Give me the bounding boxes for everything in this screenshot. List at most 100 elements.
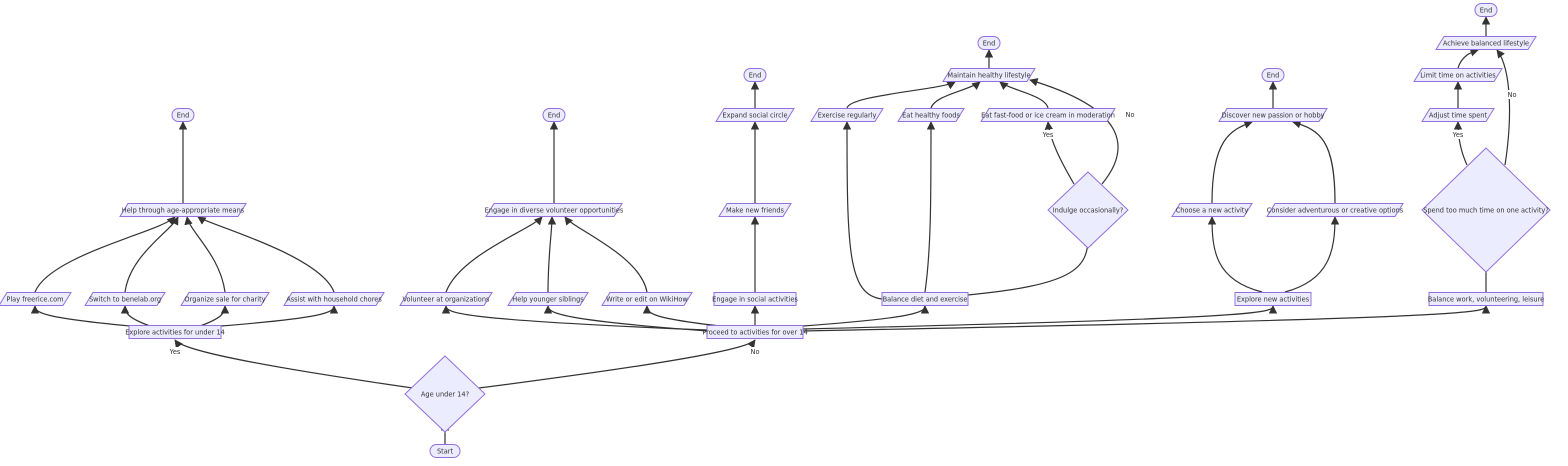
node-age: Age under 14? <box>404 355 486 433</box>
node-label: Maintain healthy lifestyle <box>947 71 1030 79</box>
node-label: Choose a new activity <box>1176 206 1249 214</box>
terminal-shape <box>171 108 195 122</box>
io-shape <box>119 203 247 217</box>
node-end2: End <box>542 108 566 122</box>
io-shape <box>283 292 385 306</box>
node-limit: Limit time on activities <box>1413 68 1503 82</box>
io-shape <box>601 292 693 306</box>
io-shape <box>1413 68 1503 82</box>
io-shape <box>942 68 1036 82</box>
node-label: Consider adventurous or creative options <box>1267 206 1404 214</box>
node-over14: Proceed to activities for over 14 <box>702 325 808 339</box>
edge-label-bg <box>748 347 762 356</box>
edge-explore-to-adventurous <box>1284 216 1340 293</box>
edge-indulge-to-fastfood <box>1044 121 1075 185</box>
edge-fastfood-to-maintain <box>999 81 1049 109</box>
node-label: Switch to benelab.org <box>89 295 161 303</box>
node-label: Discover new passion or hobby <box>1221 111 1324 119</box>
edge-balanceDiet-to-exercise <box>842 121 883 300</box>
edge-adventurous-to-passion <box>1292 120 1336 204</box>
node-label: Spend too much time on one activity? <box>1423 206 1549 214</box>
node-exercise: Exercise regularly <box>810 108 884 122</box>
io-shape <box>507 292 589 306</box>
node-end4: End <box>977 36 1001 50</box>
node-end1: End <box>171 108 195 122</box>
node-start: Start <box>429 444 461 458</box>
edge-over14-to-balanceWork <box>802 305 1491 332</box>
node-end3: End <box>743 68 767 82</box>
node-label: Help younger siblings <box>512 295 584 303</box>
node-tooMuch: Spend too much time on one activity? <box>1421 147 1551 273</box>
edge-under14-to-freerice <box>30 305 131 327</box>
node-label: Engage in social activities <box>712 295 798 303</box>
edge-age-to-over14 <box>462 339 756 391</box>
edge-wikihow-to-diverse <box>564 216 648 293</box>
process-shape <box>1428 292 1544 306</box>
io-shape <box>718 203 792 217</box>
node-label: End <box>749 71 762 79</box>
edge-under14-to-charity <box>199 305 230 327</box>
edge-volunteerOrg-to-diverse <box>445 216 543 293</box>
node-helpAge: Help through age-appropriate means <box>119 203 247 217</box>
node-charity: Organize sale for charity <box>180 292 270 306</box>
node-label: Indulge occasionally? <box>1053 206 1124 214</box>
edge-over14-to-volunteerOrg <box>441 305 708 331</box>
node-label: Age under 14? <box>421 390 470 398</box>
terminal-shape <box>743 68 767 82</box>
node-label: Eat fast-food or ice cream in moderation <box>981 111 1115 119</box>
process-shape <box>881 292 969 306</box>
node-choose: Choose a new activity <box>1171 203 1253 217</box>
node-chores: Assist with household chores <box>283 292 385 306</box>
edge-label-no: No <box>1508 91 1517 99</box>
node-label: Proceed to activities for over 14 <box>702 328 807 336</box>
node-label: Play freerice.com <box>6 295 63 303</box>
node-label: End <box>1267 71 1280 79</box>
terminal-shape <box>1261 68 1285 82</box>
terminal-shape <box>542 108 566 122</box>
decision-shape <box>1421 147 1551 273</box>
node-diverse: Engage in diverse volunteer opportunitie… <box>485 203 624 217</box>
node-label: Limit time on activities <box>1420 71 1496 79</box>
process-shape <box>713 292 797 306</box>
edge-charity-to-helpAge <box>184 216 226 293</box>
node-label: Explore activities for under 14 <box>125 328 225 336</box>
node-maintain: Maintain healthy lifestyle <box>942 68 1036 82</box>
edge-under14-to-benelab <box>120 305 151 327</box>
edge-choose-to-passion <box>1211 120 1253 204</box>
edge-label-yes: Yes <box>169 348 181 356</box>
edge-tooMuch-to-adjust <box>1453 121 1468 166</box>
io-shape <box>1421 108 1495 122</box>
process-shape <box>128 325 222 339</box>
node-siblings: Help younger siblings <box>507 292 589 306</box>
node-adjust: Adjust time spent <box>1421 108 1495 122</box>
node-label: Assist with household chores <box>286 295 382 303</box>
node-fastfood: Eat fast-food or ice cream in moderation <box>980 108 1116 122</box>
edge-tooMuch-to-achieve <box>1496 49 1511 166</box>
terminal-shape <box>429 444 461 458</box>
process-shape <box>706 325 804 339</box>
node-label: Write or edit on WikiHow <box>606 295 688 303</box>
edge-siblings-to-diverse <box>547 216 557 293</box>
io-shape <box>980 108 1116 122</box>
io-shape <box>715 108 795 122</box>
edge-label-yes: Yes <box>1042 131 1054 139</box>
node-label: Exercise regularly <box>818 111 877 119</box>
edge-under14-to-chores <box>220 305 339 327</box>
edge-over14-to-wikihow <box>642 305 721 327</box>
edge-label-bg <box>1449 130 1467 139</box>
terminal-shape <box>1474 3 1498 17</box>
node-friends: Make new friends <box>718 203 792 217</box>
edge-label-bg <box>166 347 184 356</box>
edge-label-bg <box>1505 90 1519 99</box>
node-end6: End <box>1474 3 1498 17</box>
node-passion: Discover new passion or hobby <box>1218 108 1328 122</box>
node-label: Expand social circle <box>722 111 787 119</box>
edge-chores-to-helpAge <box>197 216 335 293</box>
io-shape <box>399 292 493 306</box>
edge-healthy-to-maintain <box>930 81 981 109</box>
node-label: End <box>548 111 561 119</box>
edge-limit-to-achieve <box>1457 48 1479 69</box>
node-circle: Expand social circle <box>715 108 795 122</box>
